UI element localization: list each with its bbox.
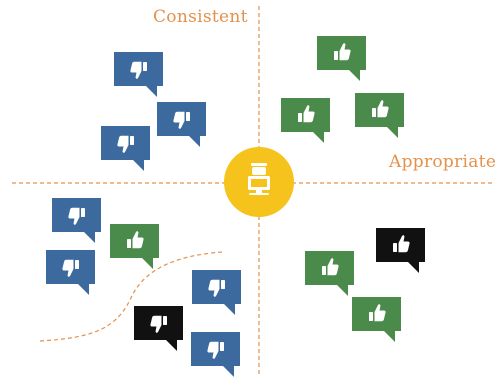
center-hub xyxy=(224,147,294,217)
speech-bubble-thumbs-down xyxy=(114,52,163,97)
speech-bubble-thumbs-up xyxy=(305,251,354,296)
speech-bubble-thumbs-up xyxy=(317,36,366,81)
speech-bubble-thumbs-down xyxy=(52,198,101,243)
speech-bubble-thumbs-up-black xyxy=(376,228,425,273)
horizontal-axis-label: Appropriate xyxy=(389,152,497,172)
speech-bubble-thumbs-up xyxy=(110,224,159,269)
speech-bubble-thumbs-down xyxy=(157,102,206,147)
speech-bubble-thumbs-up xyxy=(281,98,330,143)
speech-bubble-thumbs-down xyxy=(191,332,240,377)
speech-bubble-thumbs-down-black xyxy=(134,306,183,351)
computer-user-icon xyxy=(248,163,270,195)
vertical-axis-label: Consistent xyxy=(153,7,248,27)
speech-bubble-thumbs-down xyxy=(101,126,150,171)
speech-bubble-thumbs-down xyxy=(192,270,241,315)
speech-bubble-thumbs-down xyxy=(46,250,95,295)
boundary-curve xyxy=(39,251,223,342)
speech-bubble-thumbs-up xyxy=(352,297,401,342)
speech-bubble-thumbs-up xyxy=(355,93,404,138)
